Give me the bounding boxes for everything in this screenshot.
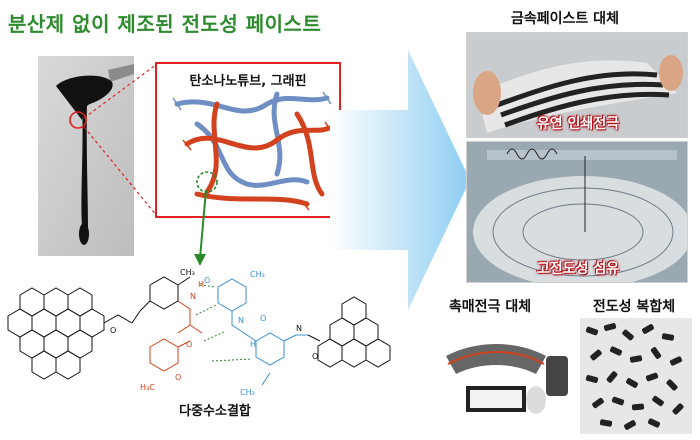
o-label-blue-mid: O: [260, 314, 266, 323]
flexible-electrode-caption: 유연 인쇄전극: [536, 116, 620, 132]
o-label-red-bottom: O: [175, 373, 181, 382]
catalyst-electrode-replacement-title: 촉매전극 대체: [448, 299, 532, 315]
o-label-right-amide: O: [312, 352, 318, 361]
n-label-blue-1: N: [238, 316, 244, 325]
catalyst-electrode-photo: [436, 316, 572, 434]
conductive-composite-title: 전도성 복합체: [592, 299, 676, 315]
o-label-left-amide: O: [110, 326, 116, 335]
ch3-label-top-left: CH₃: [180, 268, 195, 277]
conductive-composite-pellets-photo: [580, 318, 692, 434]
n-label-right-amide: N: [296, 324, 302, 333]
conductive-fiber-photo: 고전도성 섬유: [466, 141, 688, 283]
metal-paste-replacement-title: 금속페이스트 대체: [511, 11, 619, 27]
o-label-red: O: [186, 340, 192, 349]
o-label-blue-top: O: [204, 276, 210, 285]
h3c-label: H₃C: [140, 383, 155, 392]
flexible-printed-electrode-photo: 유연 인쇄전극: [466, 32, 688, 138]
ch3-label-blue: CH₃: [250, 270, 265, 279]
ch3-label-blue-bottom: CH₃: [240, 388, 255, 397]
paste-drip-photo: [38, 56, 134, 256]
nanotube-network: [172, 91, 334, 211]
cnt-graphene-zoom-box: 탄소나노튜브, 그래핀: [155, 62, 341, 218]
h-label-blue-1: H: [250, 340, 256, 349]
page-title: 분산제 없이 제조된 전도성 페이스트: [8, 12, 322, 36]
hydrogen-bond-molecule-diagram: CH₃ O N H O H₃C O O CH₃ N H O CH₃ N O: [7, 268, 391, 397]
zoom-label: 탄소나노튜브, 그래핀: [189, 74, 307, 89]
big-right-arrow: [330, 50, 470, 310]
n-label-red-1: N: [190, 292, 196, 301]
multiple-hydrogen-bond-caption: 다중수소결합: [179, 404, 251, 419]
conductive-fiber-caption: 고전도성 섬유: [536, 261, 620, 277]
h-label-red-1: H: [198, 280, 204, 289]
